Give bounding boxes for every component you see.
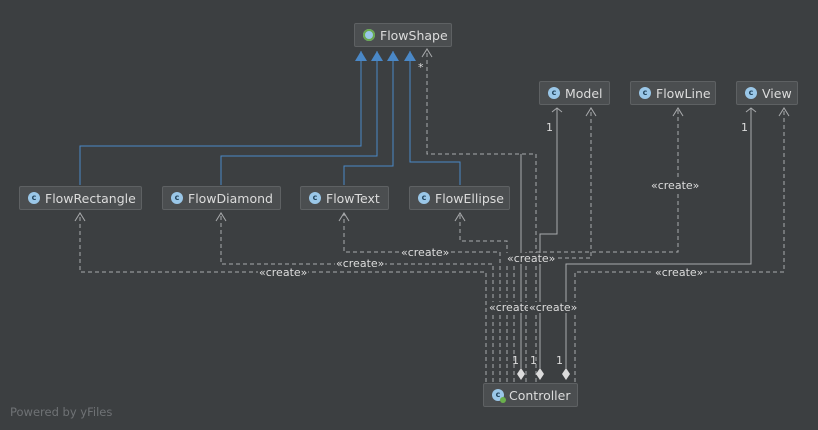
create-label: «create» [258, 266, 309, 279]
controller-label: Controller [509, 387, 571, 403]
create-label: «create» [650, 179, 701, 192]
model-label: Model [565, 85, 603, 101]
controller-node[interactable]: c Controller [483, 383, 578, 407]
view-node[interactable]: c View [736, 81, 798, 105]
flowtext-label: FlowText [326, 190, 380, 206]
multiplicity-label: 1 [530, 354, 537, 367]
view-label: View [762, 85, 792, 101]
dep-controller-model [513, 108, 592, 382]
inherit-flowtext [343, 51, 394, 185]
dependency-arrowheads [74, 48, 790, 222]
class-icon: c [28, 192, 40, 204]
inheritance-arrowheads [355, 51, 416, 61]
dep-controller-flowline [525, 108, 679, 382]
dep-controller-flowdiamond [220, 213, 494, 382]
model-node[interactable]: c Model [539, 81, 610, 105]
multiplicity-label: * [418, 61, 424, 74]
create-label: «create» [400, 246, 451, 259]
class-icon: c [492, 389, 506, 403]
inherit-flowrectangle [79, 51, 362, 185]
composition-diamonds [517, 368, 570, 380]
flowdiamond-label: FlowDiamond [188, 190, 273, 206]
create-label: «create» [488, 301, 539, 314]
flowshape-label: FlowShape [380, 27, 448, 43]
flowshape-node[interactable]: FlowShape [354, 23, 452, 47]
flowline-node[interactable]: c FlowLine [630, 81, 716, 105]
multiplicity-label: 1 [546, 121, 553, 134]
comp-controller-model [539, 108, 558, 368]
class-icon: c [309, 192, 321, 204]
flowdiamond-node[interactable]: c FlowDiamond [162, 186, 281, 210]
flowrectangle-node[interactable]: c FlowRectangle [19, 186, 142, 210]
composition-edges [520, 107, 757, 368]
class-icon: c [418, 192, 430, 204]
create-label: «create» [335, 257, 386, 270]
flowellipse-node[interactable]: c FlowEllipse [409, 186, 510, 210]
class-icon: c [639, 87, 651, 99]
inheritance-edges [79, 51, 461, 185]
flowline-label: FlowLine [656, 85, 711, 101]
create-label: «create» [654, 266, 705, 279]
class-icon: c [171, 192, 183, 204]
create-label: «create» [506, 252, 557, 265]
multiplicity-label: 1 [556, 354, 563, 367]
class-icon: c [745, 87, 757, 99]
flowrectangle-label: FlowRectangle [45, 190, 136, 206]
multiplicity-label: 1 [741, 121, 748, 134]
inherit-flowellipse [409, 51, 461, 185]
dep-controller-flowshape [426, 49, 537, 382]
dep-controller-view [574, 108, 785, 382]
flowellipse-label: FlowEllipse [435, 190, 504, 206]
dep-controller-flowtext [343, 213, 501, 382]
class-icon: c [548, 87, 560, 99]
multiplicity-label: 1 [512, 354, 519, 367]
powered-by-footer: Powered by yFiles [10, 405, 113, 419]
dep-controller-flowrectangle [79, 213, 487, 382]
comp-controller-view [565, 108, 752, 368]
inherit-flowdiamond [220, 51, 378, 185]
flowtext-node[interactable]: c FlowText [300, 186, 389, 210]
abstract-class-icon [363, 29, 375, 41]
create-label: «create» [528, 301, 579, 314]
